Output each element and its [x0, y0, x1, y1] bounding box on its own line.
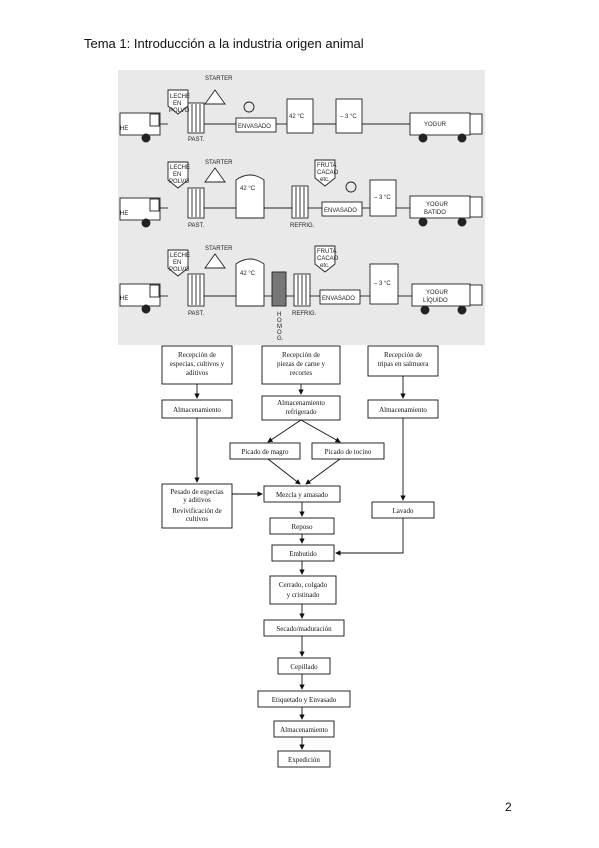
line2-truck-label: HE [120, 211, 128, 217]
line3-fruit-3: etc. [320, 263, 330, 269]
wash: Lavado [393, 507, 414, 515]
line3-temp2: – 3 °C [374, 281, 391, 287]
line1-temp1: 42 °C [289, 114, 305, 120]
store: Almacenamiento [280, 726, 328, 734]
tie-2: y cristinado [287, 591, 320, 599]
reception-casings-1: Recepción de [384, 351, 422, 359]
line2-past: PAST. [188, 223, 205, 229]
line3-homog-1: H [277, 312, 281, 318]
weigh-3: Revivificación de [172, 507, 222, 515]
dry: Secado/maduración [276, 625, 332, 633]
line3-fruit-2: CACAO [317, 256, 339, 262]
line3-past: PAST. [188, 311, 205, 317]
yogurt-line-3 [119, 245, 483, 315]
line3-homog-5: G. [277, 336, 284, 342]
mince-lean: Picado de magro [241, 448, 289, 456]
reception-spices-2: especias, cultivos y [170, 360, 225, 368]
line3-homog-4: O [277, 330, 282, 336]
page-number: 2 [505, 800, 512, 814]
line2-refrig: REFRIG. [290, 223, 315, 229]
line2-fruit-2: CACAO [317, 170, 339, 176]
line1-powder-1: LECHE [170, 94, 190, 100]
reception-meat-3: recortes [290, 369, 312, 377]
tie-1: Cerrado, colgado [279, 581, 328, 589]
brush: Cepillado [290, 663, 318, 671]
line3-product-1: YOGUR [426, 290, 449, 296]
mince-bacon: Picado de tocino [325, 448, 372, 456]
yogurt-line-2 [119, 159, 483, 228]
flow-arrows [194, 376, 406, 750]
mix: Mezcla y amasado [276, 491, 329, 499]
reception-spices-1: Recepción de [178, 351, 216, 359]
line3-envasado: ENVASADO [322, 296, 355, 302]
yogurt-line-1 [119, 89, 483, 143]
flow-labels: Recepción de especias, cultivos y aditiv… [170, 351, 429, 764]
line1-powder-3: POLVO [169, 108, 190, 114]
line2-temp2: – 3 °C [374, 195, 391, 201]
line2-temp1: 42 °C [240, 186, 256, 192]
line2-powder-1: LECHE [170, 165, 190, 171]
line3-powder-1: LECHE [170, 253, 190, 259]
line2-powder-3: POLVO [169, 179, 190, 185]
line1-envasado: ENVASADO [238, 124, 271, 130]
line3-truck-label: HE [120, 296, 128, 302]
storage-right: Almacenamiento [379, 406, 427, 414]
line3-homog-2: O [277, 318, 282, 324]
storage-mid-1: Almacenamiento [277, 399, 325, 407]
reception-meat-2: piezas de carne y [277, 360, 325, 368]
line2-starter: STARTER [205, 160, 233, 166]
line1-temp2: – 3 °C [340, 114, 357, 120]
line1-past: PAST. [188, 137, 205, 143]
weigh-2: y aditivos [183, 496, 211, 504]
line3-refrig: REFRIG. [292, 311, 317, 317]
label-pack: Etiquetado y Envasado [272, 696, 337, 704]
line3-product-2: LÍQUIDO [423, 297, 448, 304]
line3-fruit-1: FRUTA [317, 249, 337, 255]
line3-powder-2: EN [173, 260, 181, 266]
line1-powder-2: EN [173, 101, 181, 107]
line3-powder-3: POLVO [169, 267, 190, 273]
line3-starter: STARTER [205, 246, 233, 252]
reception-meat-1: Recepción de [282, 351, 320, 359]
page-header: Tema 1: Introducción a la industria orig… [84, 36, 364, 51]
yogurt-process-diagram: HE LECHE EN POLVO STARTER PAST. ENVASADO… [118, 70, 485, 345]
ship: Expedición [288, 756, 320, 764]
weigh-4: cultivos [186, 515, 208, 523]
sausage-flowchart [161, 345, 439, 768]
line2-powder-2: EN [173, 172, 181, 178]
line1-product: YOGUR [424, 122, 447, 128]
line2-product-2: BATIDO [424, 210, 446, 216]
line2-fruit-3: etc. [320, 177, 330, 183]
reception-spices-3: aditivos [186, 369, 208, 377]
rest: Reposo [292, 523, 314, 531]
line3-temp1: 42 °C [240, 271, 256, 277]
line2-product-1: YOGUR [426, 202, 449, 208]
line2-envasado: ENVASADO [324, 208, 357, 214]
line3-homog-3: M [277, 324, 282, 330]
weigh-1: Pesado de especias [170, 488, 224, 496]
stuff: Embutido [289, 550, 317, 558]
line2-fruit-1: FRUTA [317, 163, 337, 169]
reception-casings-2: tripas en salmuera [378, 360, 430, 368]
line1-starter: STARTER [205, 76, 233, 82]
storage-left: Almacenamiento [173, 406, 221, 414]
storage-mid-2: refrigerado [285, 408, 317, 416]
line1-truck-label: HE [120, 126, 128, 132]
